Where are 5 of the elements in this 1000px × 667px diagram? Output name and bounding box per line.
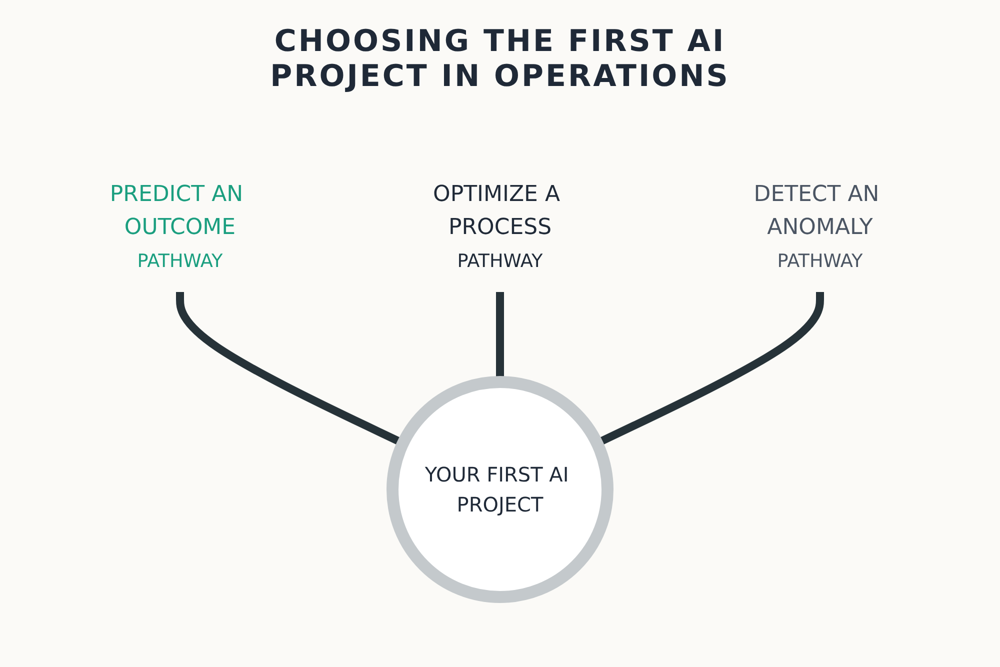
- node-circle: YOUR FIRST AI PROJECT: [386, 376, 614, 603]
- node-text: OPTIMIZE A PROCESS PATHWAY: [433, 182, 560, 272]
- node-text: DETECT AN ANOMALY PATHWAY: [754, 182, 880, 272]
- node-text: PREDICT AN OUTCOME PATHWAY: [110, 182, 244, 272]
- diagram-title: CHOOSING THE FIRST AI PROJECT IN OPERATIONS: [269, 24, 731, 94]
